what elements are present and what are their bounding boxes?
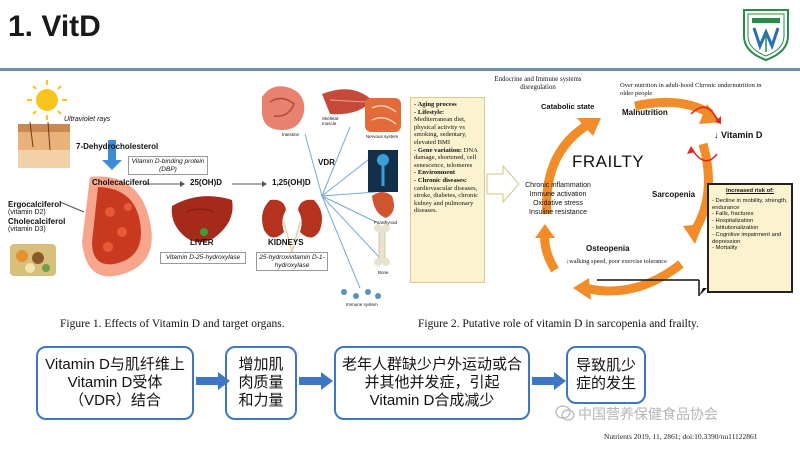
- immune-system-icon: [341, 289, 381, 299]
- dehydrocholesterol-label: 7-Dehydrocholesterol: [76, 142, 159, 151]
- target-label-bone: Bone: [378, 270, 389, 275]
- target-label-skeletal-muscle: Skeletal-muscle: [322, 116, 340, 126]
- page-title: 1. VitD: [8, 10, 101, 43]
- risk-item: Falls, fractures: [712, 211, 788, 218]
- vdr-label: VDR: [318, 158, 335, 167]
- inflammation-item: Immune activation: [529, 191, 587, 198]
- liver-icon: [171, 196, 233, 243]
- ultraviolet-label: Ultraviolet rays: [64, 116, 111, 123]
- frailty-label: FRAILTY: [572, 152, 645, 171]
- flow-step-2: 增加肌肉质量和力量: [225, 346, 297, 420]
- bone-icon: [374, 224, 390, 266]
- factor-item: - Chronic diseases: cardiovascular disea…: [414, 176, 479, 215]
- factor-item: - Environment: [414, 169, 456, 177]
- body-figure-icon: [368, 150, 398, 192]
- skin-icon: [18, 121, 70, 168]
- skeletal-muscle-icon: [322, 89, 372, 115]
- blood-vessel-icon: [82, 176, 152, 277]
- kidney-enzyme-box: 25-hydroxivitamin D-1-hydroxylase: [256, 252, 328, 271]
- risk-factors-box: - Aging process - Lifestyle: Mediterrane…: [410, 97, 485, 283]
- inflammation-item: Insuline resistance: [529, 209, 587, 216]
- risk-item: Istitutionalization: [712, 225, 788, 232]
- target-label-intestine: Intestine: [282, 132, 300, 137]
- intestine-icon: [262, 86, 305, 130]
- malnutrition-label: Malnutrition: [622, 108, 668, 117]
- university-logo: [738, 6, 794, 62]
- factor-item: - Aging process: [414, 101, 457, 108]
- endocrine-label: Endocrine and Immune systems disregulati…: [494, 76, 582, 91]
- flow-step-4: 导致肌少症的发生: [566, 346, 646, 404]
- flow-arrow-2: [299, 372, 333, 390]
- malnutrition-note: Over nutrition in adult-hood Chronic und…: [620, 82, 762, 97]
- factor-item: - Gene variation: DNA damage, shortened,…: [414, 146, 478, 169]
- kidneys-label: KIDNEYS: [268, 238, 304, 247]
- liver-enzyme-box: Vitamin D-25-hydroxylase: [160, 252, 246, 264]
- flow-step-3: 老年人群缺少户外运动或合并其他并发症，引起Vitamin D合成减少: [334, 346, 530, 420]
- factor-item: - Lifestyle: Mediterranean diet, physica…: [414, 108, 467, 146]
- osteopenia-label: Osteopenia: [586, 244, 630, 253]
- risk-list: Decline in mobility, strength, endurance…: [712, 198, 788, 252]
- figure1-diagram: Ultraviolet rays 7-Dehydrocholesterol Vi…: [0, 72, 410, 318]
- ergocalciferol-label: Ergocalciferol: [8, 200, 62, 209]
- target-label-immune-system: Immune system: [346, 302, 378, 307]
- risk-title: Increased risk of:: [725, 188, 774, 194]
- liver-label: LIVER: [190, 238, 214, 247]
- flow-arrow-1: [196, 372, 230, 390]
- inflammation-item: Chronic inflammation: [525, 182, 591, 189]
- risk-item: Hospitalization: [712, 218, 788, 225]
- inflammation-item: Oxidative stress: [533, 200, 583, 207]
- food-sources: Ergocalciferol (vitamin D2) Cholecalcife…: [8, 200, 68, 234]
- risk-item: Decline in mobility, strength, endurance: [712, 198, 788, 212]
- kidneys-icon: [262, 199, 322, 253]
- wechat-icon: [555, 404, 575, 427]
- flow-step-1: Vitamin D与肌纤维上Vitamin D受体（VDR）结合: [36, 346, 194, 420]
- watermark-text: 中国营养保健食品协会: [578, 406, 718, 422]
- 125ohd-label: 1,25(OH)D: [272, 178, 311, 187]
- vitamin-d-label: ↓ Vitamin D: [714, 130, 763, 140]
- cholecalciferol-label: Cholecalciferol: [92, 178, 150, 187]
- sun-icon: [27, 80, 67, 120]
- catabolic-state-label: Catabolic state: [541, 102, 595, 111]
- food-icon: [10, 244, 56, 276]
- figure2-caption: Figure 2. Putative role of vitamin D in …: [418, 318, 699, 330]
- target-label-nervous-system: Nervous system: [366, 134, 399, 139]
- risk-item: Mortality: [712, 245, 788, 252]
- 25ohd-label: 25(OH)D: [190, 178, 223, 187]
- header-divider: [0, 68, 800, 71]
- inflammation-list: Chronic inflammation Immune activation O…: [513, 181, 603, 217]
- increased-risk-box: Increased risk of: Decline in mobility, …: [707, 183, 793, 293]
- vitamin-d2-label: (vitamin D2): [8, 209, 46, 216]
- flow-arrow-3: [532, 372, 566, 390]
- nervous-system-icon: [365, 98, 401, 132]
- walking-speed-label: ↓walking speed, poor exercise tolerance: [566, 258, 667, 265]
- vdbp-box: Vitamin D-binding protein (DBP): [128, 156, 208, 175]
- frailty-cycle-diagram: [486, 97, 721, 300]
- cholecalciferol-food-label: Cholecalciferol: [8, 217, 66, 226]
- figure1-caption: Figure 1. Effects of Vitamin D and targe…: [60, 318, 285, 330]
- vitamin-d3-label: (vitamin D3): [8, 226, 46, 233]
- sarcopenia-label: Sarcopenia: [652, 190, 696, 199]
- citation: Nutrients 2019, 11, 2861; doi:10.3390/nu…: [604, 432, 758, 441]
- target-label-parathyroid: Parathyroid: [374, 220, 398, 225]
- risk-item: Cognitive impairment and depression: [712, 232, 788, 246]
- parathyroid-icon: [372, 192, 394, 218]
